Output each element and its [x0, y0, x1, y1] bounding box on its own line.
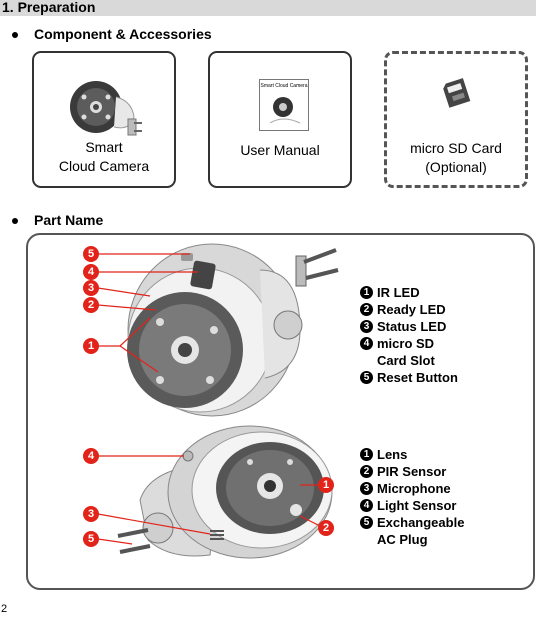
callout-top-1: 1: [83, 338, 99, 354]
sdcard-icon: [443, 78, 471, 108]
camera-thumbnail: [70, 81, 142, 136]
callout-bottom-2: 2: [318, 520, 334, 536]
accessory-sdcard-box: micro SD Card (Optional): [384, 51, 528, 188]
part-name-heading: Part Name: [34, 212, 104, 228]
manual-cover-image: Smart Cloud Camera: [259, 79, 309, 131]
section-header-bar: [0, 0, 536, 16]
section-title: 1. Preparation: [2, 0, 96, 15]
callout-top-5: 5: [83, 246, 99, 262]
accessory-manual-label: User Manual: [240, 142, 320, 158]
bullet-dot: [12, 32, 18, 38]
bullet-dot: [12, 218, 18, 224]
callout-bottom-5: 5: [83, 531, 99, 547]
accessory-camera-label-1: Smart: [85, 139, 123, 155]
manual-cover-title: Smart Cloud Camera: [260, 83, 308, 89]
page-number: 2: [1, 603, 8, 615]
accessory-sdcard-label-2: (Optional): [425, 159, 487, 175]
callout-bottom-1: 1: [318, 477, 334, 493]
callout-bottom-4: 4: [83, 448, 99, 464]
callout-bottom-3: 3: [83, 506, 99, 522]
manual-cover-camera: [269, 97, 301, 124]
callout-top-4: 4: [83, 264, 99, 280]
accessory-sdcard-label-1: micro SD Card: [410, 140, 502, 156]
accessory-camera-box: Smart Cloud Camera: [32, 51, 176, 188]
accessory-camera-label-2: Cloud Camera: [58, 158, 150, 174]
callout-top-2: 2: [83, 297, 99, 313]
part-name-panel: [26, 233, 535, 590]
accessory-manual-box: Smart Cloud Camera User Manual: [208, 51, 352, 188]
callout-top-3: 3: [83, 280, 99, 296]
accessories-heading: Component & Accessories: [34, 26, 212, 42]
